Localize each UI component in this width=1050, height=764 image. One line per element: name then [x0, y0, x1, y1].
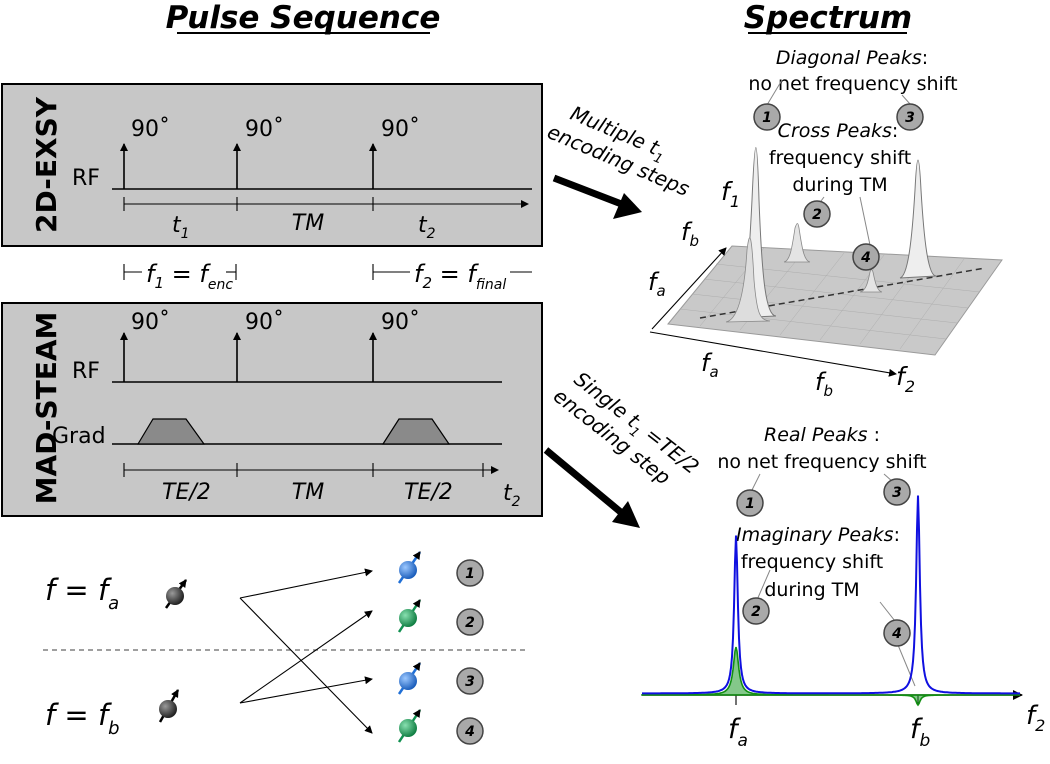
- diagonal-peaks-desc: no net frequency shift: [748, 73, 957, 95]
- surface-plane: [667, 245, 1003, 356]
- svg-text:2: 2: [465, 615, 475, 631]
- svg-text:3: 3: [892, 485, 902, 501]
- real-peaks-desc: no net frequency shift: [717, 451, 926, 473]
- exsy-rf-label: RF: [72, 166, 100, 191]
- diagonal-peak-b: [899, 159, 937, 279]
- marker-spin-3: 3: [456, 667, 484, 695]
- frequency-labels: f1 = fenc f2 = ffinal: [123, 260, 532, 293]
- steam-panel: MAD-STEAM RF 90˚ 90˚ 90˚ Grad TE/2 TM TE…: [1, 302, 543, 517]
- exsy-pulse-label-3: 90˚: [381, 117, 420, 142]
- exsy-pulse-label-2: 90˚: [245, 117, 284, 142]
- marker-2d-4: 4: [852, 243, 880, 271]
- marker-1d-1: 1: [736, 489, 764, 517]
- steam-pulse-label-2: 90˚: [245, 310, 284, 335]
- steam-te2-label: TE/2: [404, 480, 453, 505]
- spin-dest-1: [397, 551, 422, 584]
- marker-2d-1: 1: [753, 103, 781, 131]
- real-spectrum-curve: [642, 495, 1020, 695]
- diagonal-peaks-title: Diagonal Peaks:: [776, 47, 928, 69]
- cross-peak-1: [783, 223, 811, 263]
- steam-tm-label: TM: [292, 480, 324, 505]
- steam-pulse-label-1: 90˚: [131, 310, 170, 335]
- spectrum-2d: f1 f2 fb fa fa fb Diagonal Peaks: no net…: [648, 47, 1003, 400]
- marker-2d-2: 2: [803, 200, 831, 228]
- heading-spectrum: Spectrum: [744, 0, 912, 36]
- imaginary-peaks-desc-2: during TM: [764, 579, 859, 601]
- marker-spin-1: 1: [456, 559, 484, 587]
- axis-fa-vertical: fa: [648, 268, 666, 300]
- diagonal-peak-a-ridge: [725, 237, 771, 323]
- svg-text:3: 3: [905, 110, 915, 126]
- arrow-to-1d-spectrum: Single t1 =TE/2 encoding step: [543, 367, 704, 528]
- exsy-t2-label: t2: [418, 213, 436, 242]
- steam-pulse-label-3: 90˚: [381, 310, 420, 335]
- arrow-to-2d-spectrum: Multiple t1 encoding steps: [544, 101, 693, 219]
- marker-2d-3: 3: [896, 103, 924, 131]
- spin-dest-2: [397, 599, 422, 633]
- heading-pulse-sequence: Pulse Sequence: [166, 0, 441, 36]
- real-peaks-title: Real Peaks :: [764, 424, 880, 446]
- imaginary-peaks-desc-1: frequency shift: [741, 551, 883, 573]
- steam-rf-label: RF: [72, 359, 100, 384]
- svg-text:3: 3: [465, 674, 475, 690]
- axis-fb-vertical: fb: [681, 218, 699, 250]
- steam-t2-label: t2: [503, 481, 521, 510]
- cross-peaks-desc-1: frequency shift: [769, 147, 911, 169]
- exsy-panel: 2D-EXSY RF 90˚ 90˚ 90˚ t1 TM t2: [1, 83, 543, 247]
- exsy-t1-label: t1: [172, 213, 190, 242]
- cross-peaks-title: Cross Peaks:: [778, 120, 899, 142]
- spin-dest-3: [397, 662, 422, 695]
- svg-text:1: 1: [745, 496, 755, 512]
- f2-label: f2 = ffinal: [414, 260, 506, 293]
- steam-label: MAD-STEAM: [30, 312, 63, 505]
- steam-te1-label: TE/2: [162, 480, 211, 505]
- svg-text:1: 1: [465, 566, 475, 582]
- spectrum-1d: Real Peaks : no net frequency shift Imag…: [641, 424, 1045, 751]
- spectrum1d-axis-f2: f2: [1026, 701, 1045, 735]
- marker-1d-2: 2: [742, 597, 770, 625]
- spectrum1d-tick-fa: fa: [728, 714, 748, 751]
- cross-peaks-desc-2: during TM: [792, 174, 887, 196]
- exsy-pulse-label-1: 90˚: [131, 117, 170, 142]
- axis-fb-horizontal: fb: [815, 368, 833, 400]
- svg-text:4: 4: [891, 626, 902, 642]
- spin-exchange-scheme: f = fa f = fb: [43, 551, 527, 745]
- gradient-lobe-1: [136, 418, 206, 445]
- exsy-tm-label: TM: [292, 211, 324, 236]
- imaginary-peaks-title: Imaginary Peaks:: [736, 524, 900, 546]
- spin-fb-label: f = fb: [45, 698, 120, 739]
- axis-f2: f2: [896, 362, 915, 396]
- imaginary-spectrum-curve: [641, 646, 1020, 707]
- marker-spin-2: 2: [456, 608, 484, 636]
- spin-source-a: [164, 579, 188, 609]
- f1-label: f1 = fenc: [146, 260, 233, 293]
- surface-diagonal: [699, 267, 986, 319]
- svg-text:2: 2: [751, 604, 761, 620]
- exsy-label: 2D-EXSY: [30, 96, 63, 233]
- marker-spin-4: 4: [456, 717, 484, 745]
- steam-grad-label: Grad: [52, 424, 106, 449]
- svg-text:2: 2: [812, 207, 822, 223]
- axis-fa-horizontal: fa: [701, 349, 719, 381]
- cross-peak-2: [859, 269, 883, 293]
- spectrum1d-tick-fb: fb: [910, 714, 930, 751]
- marker-1d-3: 3: [883, 478, 911, 506]
- axis-f1: f1: [721, 177, 740, 211]
- spin-fa-label: f = fa: [45, 573, 119, 614]
- spin-source-b: [158, 689, 180, 723]
- spin-dest-4: [397, 709, 422, 743]
- svg-text:1: 1: [762, 110, 772, 126]
- marker-1d-4: 4: [883, 619, 911, 647]
- svg-text:4: 4: [464, 724, 475, 740]
- gradient-lobe-2: [381, 418, 451, 445]
- svg-text:4: 4: [860, 250, 871, 266]
